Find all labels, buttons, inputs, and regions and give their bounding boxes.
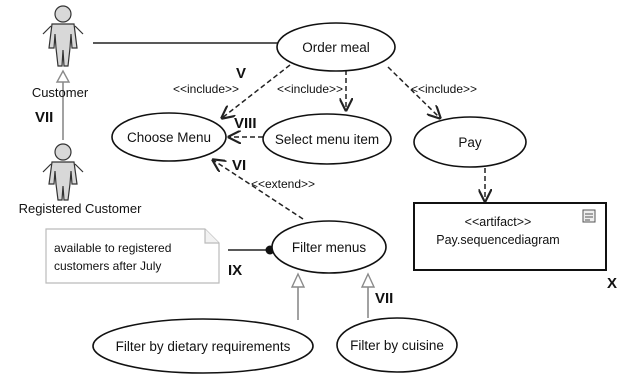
artifact-name: Pay.sequencediagram (436, 233, 559, 247)
use-case-order-meal[interactable]: Order meal (276, 22, 396, 72)
choose-menu-label: Choose Menu (127, 130, 211, 145)
use-case-filter-dietary[interactable]: Filter by dietary requirements (92, 318, 314, 374)
marker-vii-cuisine: VII (375, 290, 393, 307)
registered-customer-actor-icon[interactable] (42, 143, 84, 201)
marker-ix: IX (228, 262, 242, 279)
marker-viii: VIII (234, 115, 257, 132)
customer-actor-icon[interactable] (42, 5, 84, 67)
include-label-choose: <<include>> (173, 82, 239, 96)
marker-vii-actor: VII (35, 109, 53, 126)
marker-vi: VI (232, 157, 246, 174)
include-order-to-choose (222, 64, 291, 118)
use-case-choose-menu[interactable]: Choose Menu (111, 112, 227, 162)
use-case-select-menu-item[interactable]: Select menu item (262, 113, 392, 165)
extend-filter-to-choose (213, 160, 304, 220)
filter-cuisine-label: Filter by cuisine (350, 338, 444, 353)
generalization-dietary-to-filter (290, 272, 306, 320)
use-case-filter-menus[interactable]: Filter menus (271, 220, 387, 274)
artifact-box[interactable]: <<artifact>> Pay.sequencediagram (413, 202, 607, 271)
include-label-select: <<include>> (277, 82, 343, 96)
note-line-1: available to registered (54, 241, 171, 255)
filter-dietary-label: Filter by dietary requirements (116, 339, 291, 354)
use-case-pay[interactable]: Pay (413, 116, 527, 168)
include-order-to-pay (387, 66, 440, 118)
generalization-cuisine-to-filter (360, 272, 376, 318)
pay-label: Pay (458, 135, 482, 150)
marker-x: X (607, 275, 617, 292)
generalization-registered-to-customer (55, 69, 71, 140)
include-label-pay: <<include>> (411, 82, 477, 96)
order-meal-label: Order meal (302, 40, 370, 55)
marker-v: V (236, 65, 246, 82)
extend-label: <<extend>> (251, 177, 315, 191)
artifact-stereotype: <<artifact>> (465, 215, 532, 229)
artifact-document-icon (582, 209, 596, 223)
note-box[interactable]: available to registered customers after … (45, 228, 220, 284)
use-case-filter-cuisine[interactable]: Filter by cuisine (336, 317, 458, 373)
customer-label: Customer (32, 85, 89, 100)
note-line-2: customers after July (54, 259, 161, 273)
registered-customer-label: Registered Customer (19, 201, 142, 216)
select-menu-item-label: Select menu item (275, 132, 379, 147)
filter-menus-label: Filter menus (292, 240, 367, 255)
